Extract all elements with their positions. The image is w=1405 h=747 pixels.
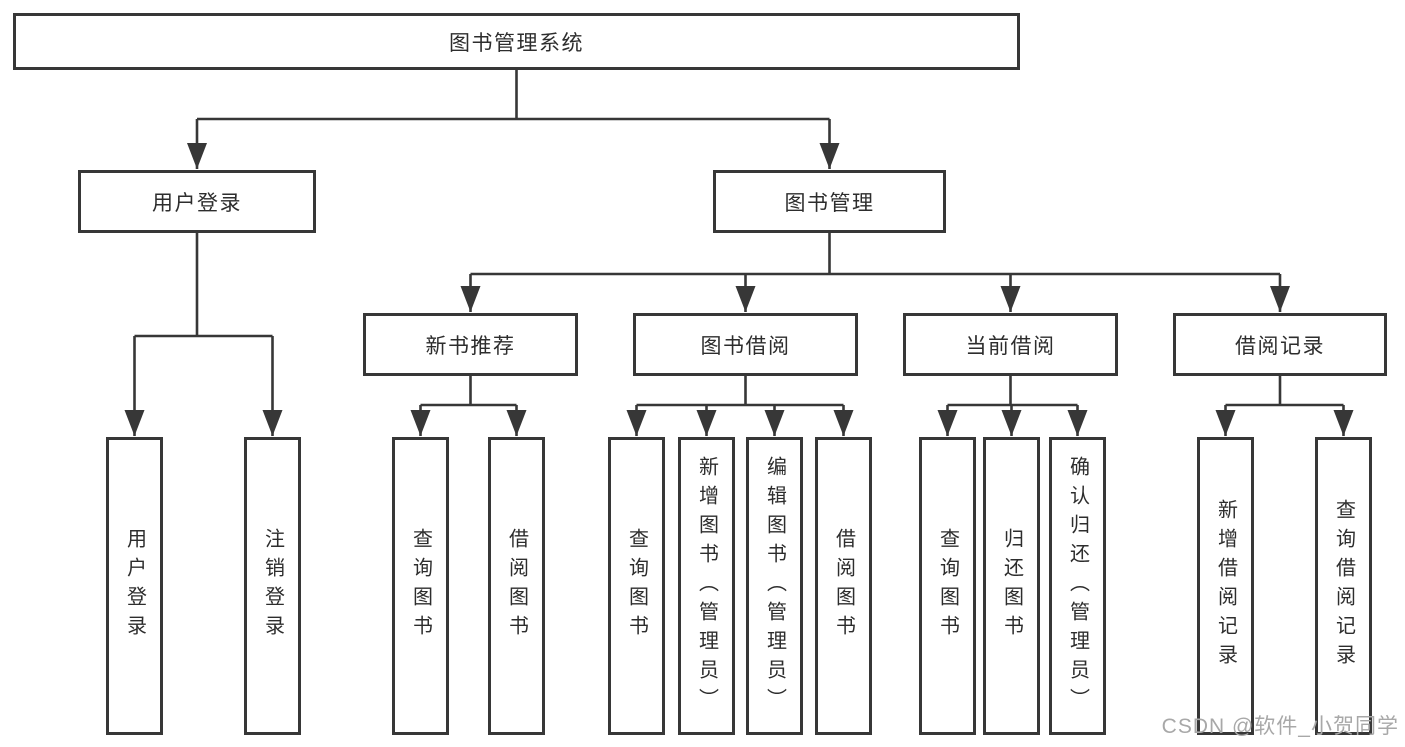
node-borrowing-records: 借阅记录 (1173, 313, 1387, 376)
leaf-user-login-label: 用户登录 (123, 528, 146, 644)
connector-book-mgmt-to-level2 (460, 233, 1290, 312)
leaf-add-borrow-record: 新增借阅记录 (1197, 437, 1254, 735)
node-new-book-recommend-label: 新书推荐 (425, 334, 516, 358)
connector-user-login-to-leaves (124, 233, 283, 436)
leaf-query-book-borrowing: 查询图书 (608, 437, 665, 735)
leaf-confirm-return-admin: 确认归还（管理员） (1049, 437, 1106, 735)
leaf-return-book: 归还图书 (983, 437, 1040, 735)
leaf-query-book-current: 查询图书 (919, 437, 976, 735)
leaf-edit-book-admin: 编辑图书（管理员） (746, 437, 803, 735)
node-book-management-label: 图书管理 (784, 191, 875, 215)
node-root-system: 图书管理系统 (13, 13, 1020, 70)
connector-recommend-to-leaves (410, 376, 527, 436)
leaf-borrow-book-recommend: 借阅图书 (488, 437, 545, 735)
leaf-query-book-recommend-label: 查询图书 (409, 528, 432, 644)
node-current-borrowing-label: 当前借阅 (965, 334, 1056, 358)
leaf-logout-login-label: 注销登录 (261, 528, 284, 644)
node-root-label: 图书管理系统 (449, 31, 584, 55)
leaf-borrow-book-recommend-label: 借阅图书 (505, 528, 528, 644)
node-book-borrowing-label: 图书借阅 (700, 334, 791, 358)
leaf-query-borrow-record: 查询借阅记录 (1315, 437, 1372, 735)
leaf-add-borrow-record-label: 新增借阅记录 (1214, 499, 1237, 673)
leaf-add-book-admin: 新增图书（管理员） (678, 437, 735, 735)
leaf-logout-login: 注销登录 (244, 437, 301, 735)
node-user-login-label: 用户登录 (152, 191, 242, 215)
connector-records-to-leaves (1215, 376, 1354, 436)
leaf-borrow-book: 借阅图书 (815, 437, 872, 735)
node-book-borrowing: 图书借阅 (633, 313, 858, 376)
leaf-user-login: 用户登录 (106, 437, 163, 735)
leaf-confirm-return-admin-label: 确认归还（管理员） (1066, 455, 1089, 717)
node-current-borrowing: 当前借阅 (903, 313, 1118, 376)
node-user-login: 用户登录 (78, 170, 316, 233)
leaf-borrow-book-label: 借阅图书 (832, 528, 855, 644)
node-book-management: 图书管理 (713, 170, 946, 233)
connector-current-to-leaves (937, 376, 1088, 436)
connector-root-to-level1 (187, 70, 840, 169)
connector-borrowing-to-leaves (626, 376, 854, 436)
leaf-edit-book-admin-label: 编辑图书（管理员） (763, 455, 786, 717)
leaf-query-book-current-label: 查询图书 (936, 528, 959, 644)
leaf-query-book-recommend: 查询图书 (392, 437, 449, 735)
node-new-book-recommend: 新书推荐 (363, 313, 578, 376)
leaf-return-book-label: 归还图书 (1000, 528, 1023, 644)
leaf-query-book-borrowing-label: 查询图书 (625, 528, 648, 644)
node-borrowing-records-label: 借阅记录 (1235, 334, 1325, 358)
leaf-add-book-admin-label: 新增图书（管理员） (695, 455, 718, 717)
leaf-query-borrow-record-label: 查询借阅记录 (1332, 499, 1355, 673)
